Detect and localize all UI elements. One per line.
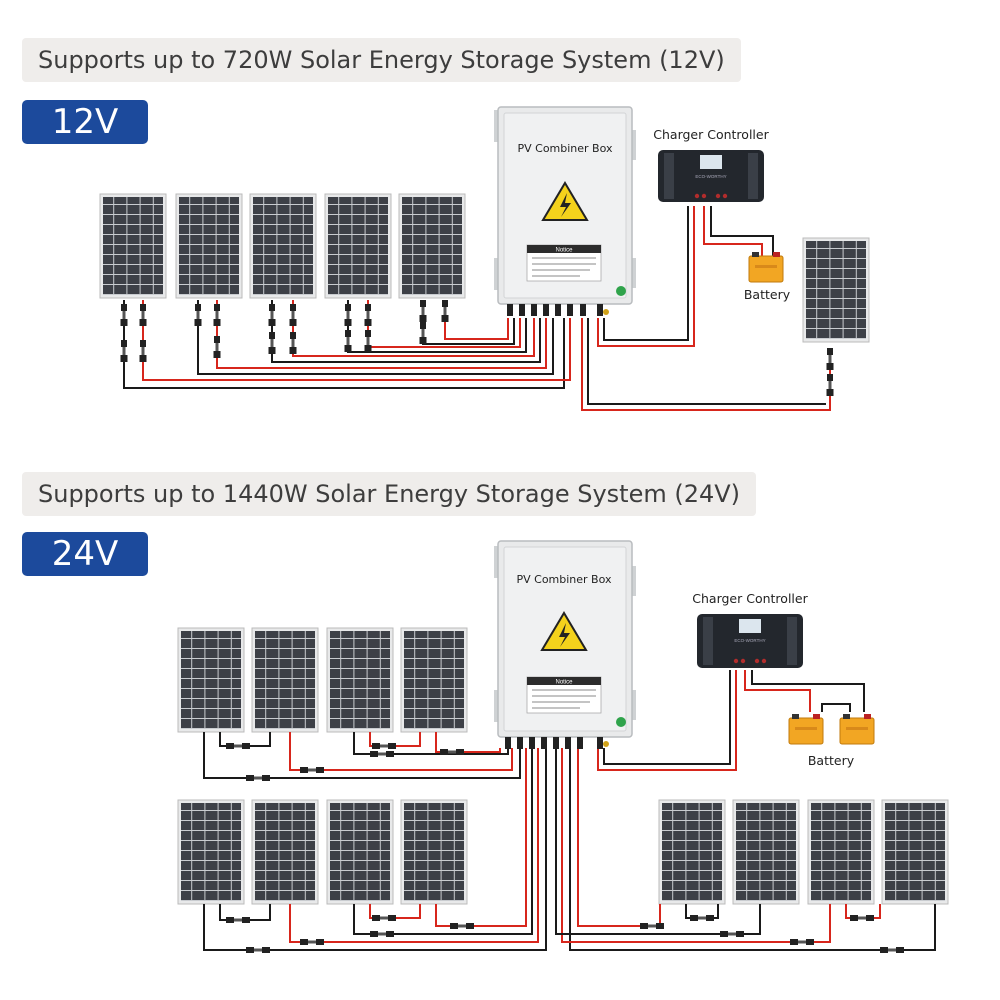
panel-array-12v [99, 193, 466, 299]
voltage-badge-24v: 24V [22, 532, 148, 576]
solar-panel [398, 193, 466, 299]
solar-panel [802, 237, 870, 343]
solar-panel [177, 799, 245, 905]
combiner-title: PV Combiner Box [517, 142, 613, 155]
lcd-display [700, 155, 722, 169]
solar-panel [807, 799, 875, 905]
svg-text:Notice: Notice [555, 248, 573, 254]
wires-12v [123, 206, 831, 411]
panel-array-24v-bottom-right [658, 799, 949, 905]
battery-label-12v: Battery [744, 287, 791, 302]
ground-icon [616, 717, 626, 727]
solar-panel [177, 627, 245, 733]
solar-panel [732, 799, 800, 905]
solar-panel [326, 627, 394, 733]
pv-combiner-box-24v: PV Combiner Box Notice [494, 540, 636, 749]
svg-text:Notice: Notice [555, 680, 573, 686]
voltage-badge-12v: 12V [22, 100, 148, 144]
pv-combiner-box-12v: PV Combiner Box Notice [494, 106, 636, 316]
battery-icon [748, 251, 784, 283]
charge-controller-24v: Charger Controller ECO-WORTHY [692, 591, 809, 668]
battery-label-24v: Battery [808, 753, 855, 768]
svg-text:ECO-WORTHY: ECO-WORTHY [695, 174, 726, 179]
banner-24v: Supports up to 1440W Solar Energy Storag… [22, 472, 757, 516]
banner-12v: Supports up to 720W Solar Energy Storage… [22, 38, 741, 82]
battery-icon [839, 713, 875, 745]
solar-panel [324, 193, 392, 299]
solar-panel [658, 799, 726, 905]
solar-panel [400, 627, 468, 733]
svg-text:Charger Controller: Charger Controller [692, 591, 808, 606]
combiner-title: PV Combiner Box [516, 573, 612, 586]
solar-panel [251, 799, 319, 905]
solar-panel [326, 799, 394, 905]
solar-panel [881, 799, 949, 905]
panel-array-24v-top [177, 627, 468, 733]
lcd-display [739, 619, 761, 633]
solar-panel [175, 193, 243, 299]
svg-text:ECO-WORTHY: ECO-WORTHY [734, 638, 765, 643]
solar-panel [400, 799, 468, 905]
solar-panel [251, 627, 319, 733]
solar-panel [249, 193, 317, 299]
panel-array-24v-bottom-left [177, 799, 468, 905]
solar-panel [99, 193, 167, 299]
ground-icon [616, 286, 626, 296]
battery-icon [788, 713, 824, 745]
charge-controller-12v: Charger Controller ECO-WORTHY [653, 127, 770, 202]
svg-text:Charger Controller: Charger Controller [653, 127, 769, 142]
